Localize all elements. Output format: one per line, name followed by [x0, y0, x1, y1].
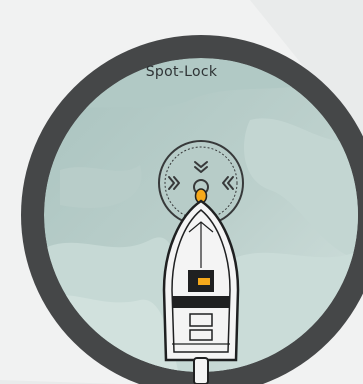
mode-label: Spot-Lock: [145, 64, 218, 80]
boat-top-view-icon: [162, 188, 240, 384]
